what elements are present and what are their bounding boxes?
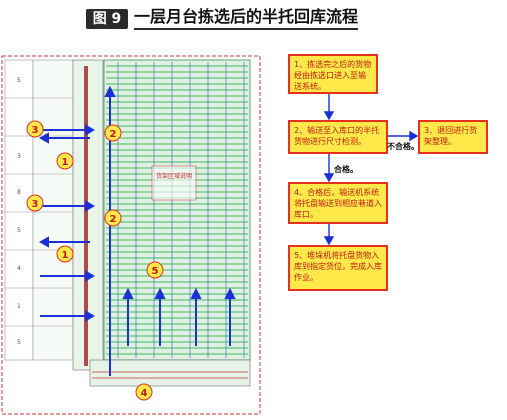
return-flowchart: 1、拣选完之后的货物经由拣选口进入至输送系统。 2、输送至入库口的半托货物进行尺…: [266, 46, 507, 326]
flow-step-4: 4、合格后，输送机系统将托盘输送到相应巷道入库口。: [288, 182, 388, 224]
marker-label: 1: [62, 157, 69, 168]
flowchart-connectors: [323, 92, 419, 246]
bay-number: 1: [17, 303, 21, 310]
marker-label: 5: [152, 266, 159, 277]
marker-label: 3: [32, 125, 39, 136]
rack-annotation-text: 货架区域说明: [156, 172, 192, 180]
flow-step-5: 5、堆垛机将托盘货物入库到指定货位，完成入库作业。: [288, 245, 388, 291]
marker-label: 3: [32, 199, 39, 210]
marker-label: 4: [141, 388, 148, 399]
flow-step-3: 3、退回进行货架整理。: [418, 120, 488, 154]
flow-step-2: 2、输送至入库口的半托货物进行尺寸检测。: [288, 120, 388, 154]
figure-title-bar: 图 9 一层月台拣选后的半托回库流程: [0, 0, 507, 36]
marker-label: 2: [110, 214, 117, 225]
warehouse-layout-svg: 货架区域说明 5 3 8 5 4 1 5: [1, 55, 261, 415]
flow-step-1: 1、拣选完之后的货物经由拣选口进入至输送系统。: [288, 54, 378, 94]
bay-number: 5: [17, 77, 21, 84]
marker-label: 2: [110, 129, 117, 140]
bay-number: 3: [17, 153, 21, 160]
warehouse-layout-drawing: 货架区域说明 5 3 8 5 4 1 5: [0, 46, 266, 416]
pass-label: 合格。: [334, 165, 358, 174]
figure-title: 一层月台拣选后的半托回库流程: [134, 6, 359, 30]
marker-label: 1: [62, 250, 69, 261]
bay-number: 4: [17, 265, 21, 272]
bay-number: 5: [17, 227, 21, 234]
bay-number: 5: [17, 339, 21, 346]
figure-number-badge: 图 9: [86, 9, 128, 29]
fail-label: 不合格。: [387, 142, 419, 151]
bay-number: 8: [17, 189, 21, 196]
